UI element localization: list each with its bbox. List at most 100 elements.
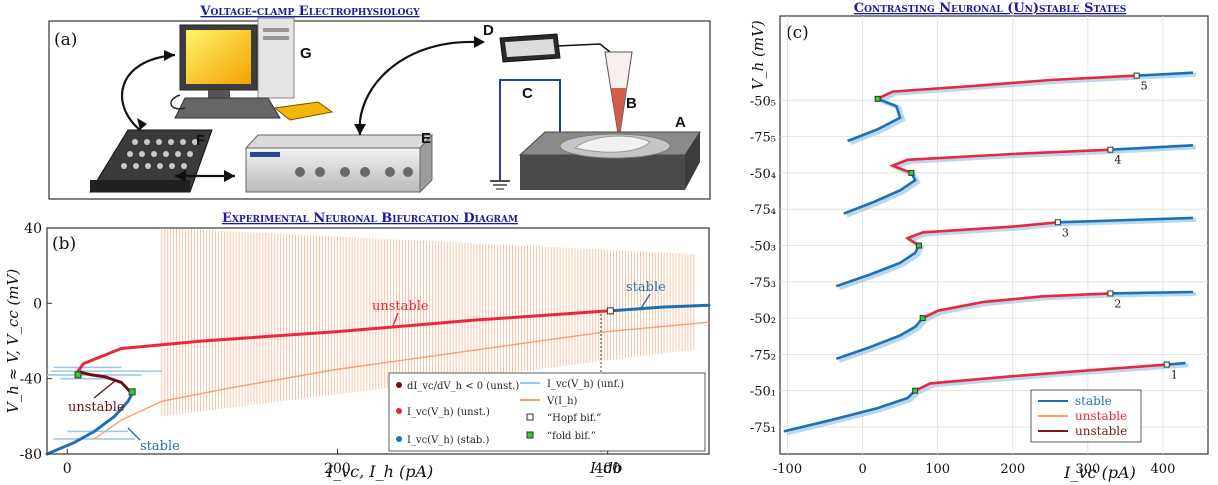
legend-text-5: “Hopf bif.”: [547, 413, 601, 424]
c-unstable-1: [922, 292, 1111, 320]
c-xtick-label-2: 100: [925, 462, 950, 477]
c-stable-top-1: [1110, 290, 1194, 295]
panel-c: Contrasting Neuronal (Un)stable States (…: [749, 1, 1209, 482]
panel-b-title: Experimental Neuronal Bifurcation Diagra…: [222, 211, 518, 226]
panel-c-title: Contrasting Neuronal (Un)stable States: [854, 1, 1126, 16]
c-hopf-2: [1054, 219, 1061, 226]
legend-text-1: I_vc(V_h) (unst.): [407, 407, 490, 418]
c-hopf-1: [1107, 290, 1114, 297]
c-hopf-0: [1163, 361, 1170, 368]
panel-c-ylabel: V_h (mV): [749, 20, 767, 90]
c-xtick-label-1: 0: [858, 462, 866, 477]
legend-c-text-2: unstable: [1075, 424, 1127, 438]
c-ytick-label-1: -50₁: [750, 385, 776, 400]
b-fold-marker-0: [74, 371, 82, 379]
panel-c-frame: [779, 15, 1209, 455]
c-hopf-4: [1133, 72, 1140, 79]
panel-c-label: (c): [786, 23, 809, 43]
c-fold-0: [912, 387, 919, 394]
annot-stable-right: stable: [626, 280, 666, 295]
b-ytick-label-3: 40: [24, 221, 42, 237]
panel-a-title: Voltage-clamp Electrophysiology: [199, 4, 420, 19]
panel-b-frame: [46, 227, 710, 455]
idb-label: I_db: [589, 459, 623, 477]
legend-marker-red-dot: [396, 408, 402, 414]
c-fold-3: [908, 169, 915, 176]
orange-spikes: [161, 228, 695, 417]
panel-b: Experimental Neuronal Bifurcation Diagra…: [4, 211, 711, 481]
c-ytick-label-2: -75₂: [750, 348, 776, 363]
b-series-1: [76, 369, 134, 396]
panel-b-label: (b): [52, 234, 76, 254]
c-stable-top-0: [1166, 361, 1186, 366]
panel-a-label: (a): [54, 30, 77, 50]
c-ytick-label-5: -50₃: [750, 240, 776, 255]
legend-box: [388, 372, 706, 452]
c-hopf-3: [1107, 146, 1114, 153]
orange-envelope: [93, 321, 710, 440]
label-g: G: [300, 45, 312, 62]
b-fold-marker-1: [128, 388, 136, 396]
c-xtick-label-5: 400: [1151, 462, 1176, 477]
b-xtick-label-2: 400: [594, 461, 621, 477]
c-stable-4: [847, 97, 902, 143]
legend-text-3: I_vc(V_h) (unf.): [547, 379, 624, 390]
c-trace-label-2: 3: [1062, 226, 1069, 239]
c-ytick-label-8: -75₅: [750, 131, 776, 146]
c-unfiltered-2: [838, 217, 1197, 291]
legend-c-text-1: unstable: [1075, 409, 1127, 423]
c-stable-top-2: [1057, 216, 1194, 224]
digitizer-icon: [89, 129, 213, 193]
panel-b-xlabel: I_vc, I_h (pA): [326, 462, 433, 481]
b-xtick-label-1: 200: [324, 461, 351, 477]
c-trace-label-0: 1: [1171, 369, 1178, 382]
c-xtick-label-0: -100: [773, 462, 802, 477]
c-ytick-label-0: -75₁: [750, 421, 776, 436]
c-ytick-label-6: -75₄: [750, 203, 776, 218]
c-stable-3: [843, 172, 917, 215]
annot-stable-low: stable: [140, 439, 180, 454]
annot-stable-low-arrow: [127, 427, 141, 441]
b-ytick-label-2: 0: [33, 296, 42, 312]
panel-a: Voltage-clamp Electrophysiology (a) G: [48, 4, 711, 200]
c-unstable-3: [889, 148, 1111, 175]
orange-voltage-traces: [93, 228, 710, 440]
c-unfiltered-4: [849, 72, 1197, 145]
c-stable-2: [835, 244, 921, 288]
ground-wire: [490, 79, 561, 190]
label-a: A: [675, 114, 686, 131]
legend-text-4: V(I_h): [546, 396, 578, 407]
legend-c-text-0: stable: [1075, 394, 1112, 408]
arrow-heads: [137, 36, 485, 182]
c-trace-label-3: 4: [1114, 154, 1121, 167]
c-fold-1: [919, 315, 926, 322]
c-stable-1: [835, 317, 924, 361]
panel-c-curves: 1 2 3 4 5: [783, 71, 1197, 436]
c-unstable-4: [877, 74, 1137, 100]
legend-text-6: “fold bif.”: [547, 431, 596, 442]
legend-marker-white-square: [526, 413, 534, 421]
legend-text-2: I_vc(V_h) (stab.): [407, 435, 489, 446]
c-trace-label-4: 5: [1141, 80, 1148, 93]
c-trace-label-1: 2: [1114, 297, 1121, 310]
c-stable-0: [783, 389, 917, 433]
annot-unstable-low-arrow: [93, 380, 116, 399]
label-c: C: [522, 85, 533, 102]
c-xtick-label-4: 300: [1075, 462, 1100, 477]
c-stable-top-4: [1136, 71, 1194, 77]
c-fold-4: [874, 95, 881, 102]
panel-b-legend: dI_vc/dV_h < 0 (unst.) I_vc(V_h) (unst.)…: [388, 372, 706, 452]
computer-icon: [170, 17, 334, 121]
b-ytick-label-0: -80: [19, 447, 42, 463]
c-unfiltered-0: [786, 363, 1189, 436]
arrow-g-f: [120, 53, 176, 131]
b-hopf-marker-0: [606, 307, 614, 315]
amplifier-icon: [244, 133, 434, 194]
b-ytick-label-1: -40: [19, 372, 42, 388]
c-ytick-label-9: -50₅: [750, 94, 776, 109]
c-xtick-label-3: 200: [1000, 462, 1025, 477]
headstage-icon: [499, 33, 621, 63]
b-series-0: [45, 392, 134, 456]
